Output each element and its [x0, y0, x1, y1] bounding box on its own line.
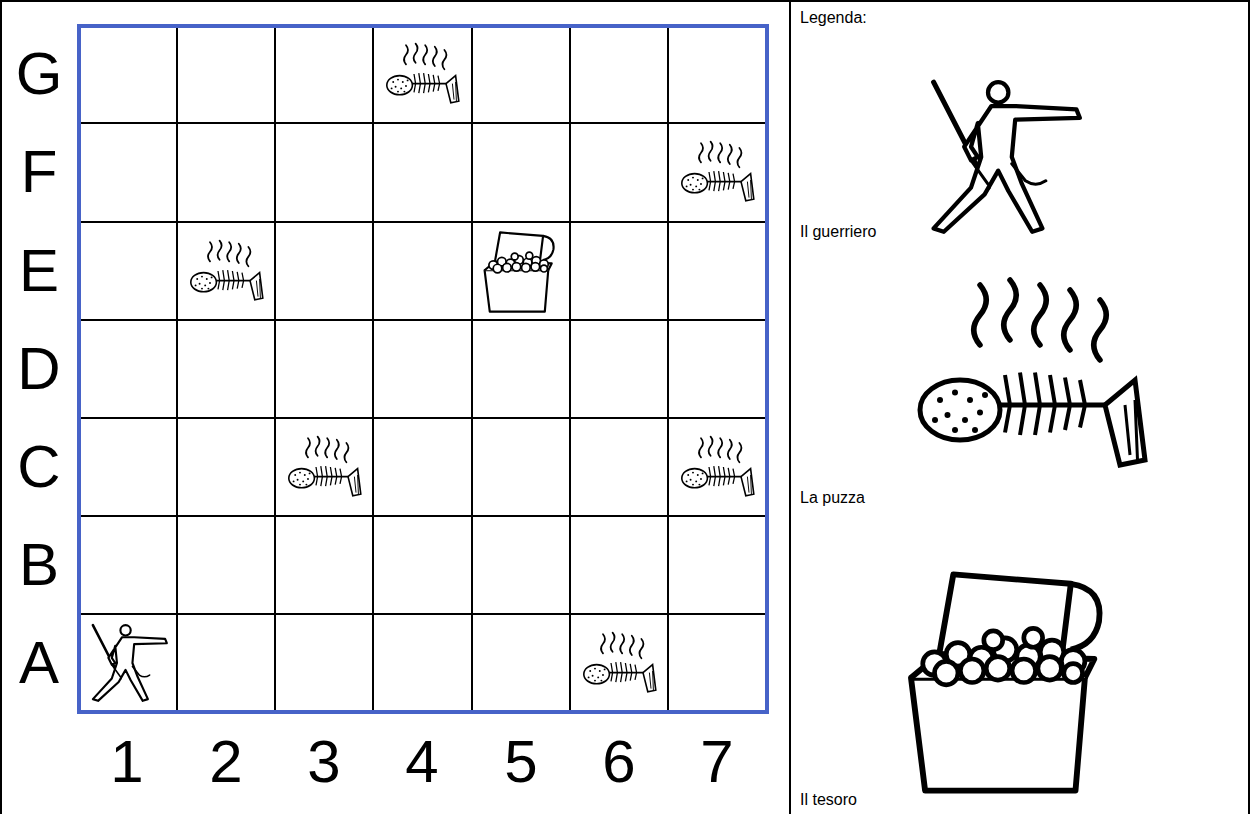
row-label: F	[0, 123, 78, 221]
legend-warrior	[934, 82, 1080, 232]
warrior-icon	[93, 625, 167, 701]
column-number: 4	[373, 722, 471, 802]
chest-icon	[485, 232, 554, 311]
grid-border	[79, 26, 767, 712]
row-label: G	[0, 25, 78, 123]
grid-lines	[78, 25, 768, 712]
row-label: C	[0, 418, 78, 516]
column-number: 3	[275, 722, 373, 802]
column-number: 7	[668, 722, 766, 802]
column-number: 2	[177, 722, 275, 802]
legend-text: Il tesoro	[800, 788, 857, 812]
legend-fish	[920, 280, 1145, 465]
row-label: A	[0, 614, 78, 712]
legend-chest	[911, 574, 1100, 790]
column-number: 1	[78, 722, 176, 802]
row-label: B	[0, 516, 78, 614]
column-number: 5	[472, 722, 570, 802]
legend-text: Il guerriero	[800, 220, 876, 244]
legend-text: La puzza	[800, 486, 865, 510]
column-number: 6	[570, 722, 668, 802]
row-label: D	[0, 320, 78, 418]
row-label: E	[0, 222, 78, 320]
fish-icons	[191, 44, 754, 692]
legend-title: Legenda:	[800, 6, 867, 30]
